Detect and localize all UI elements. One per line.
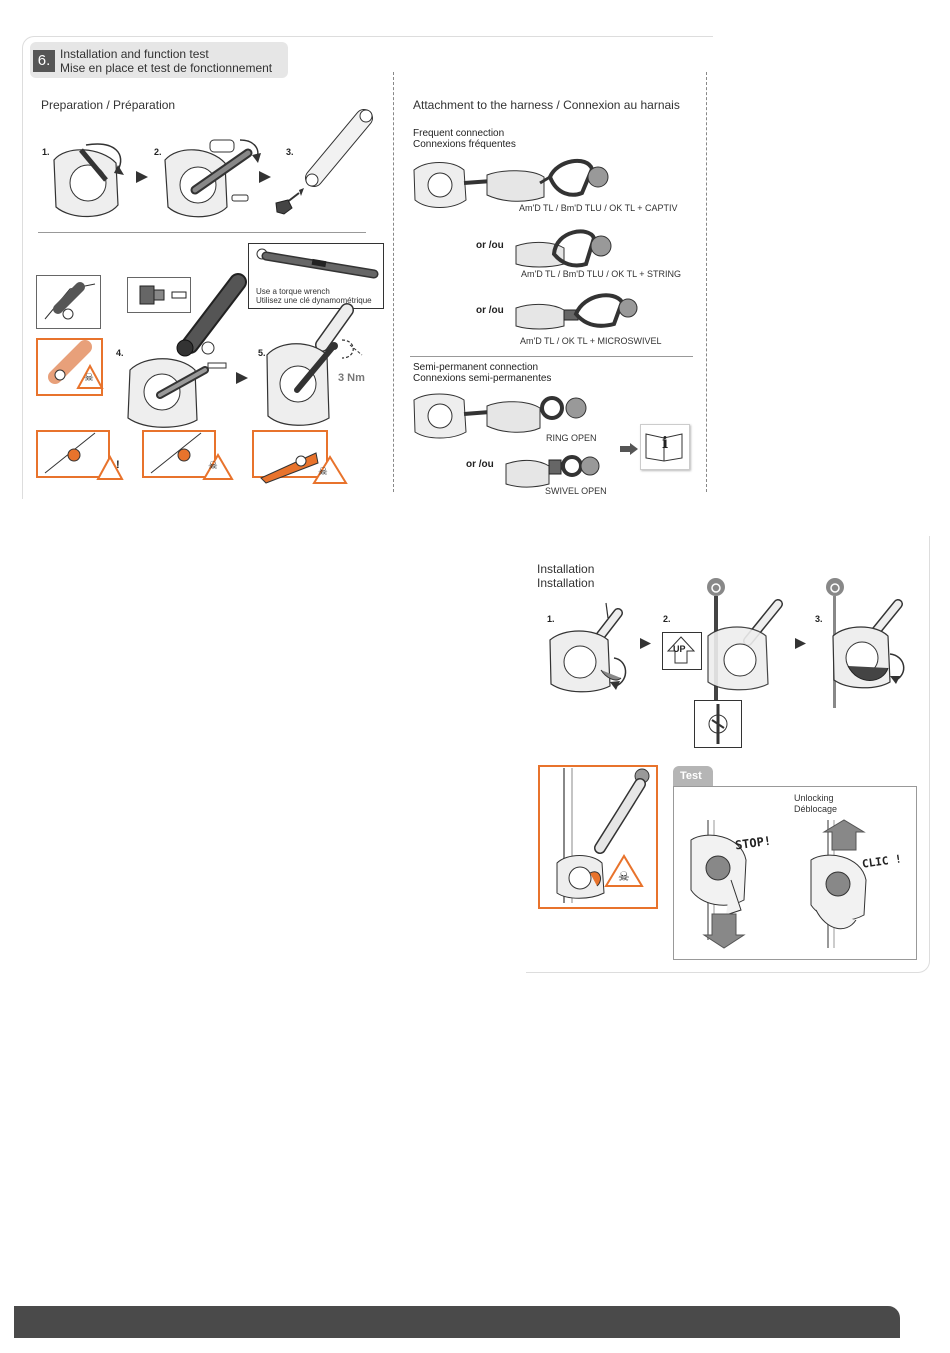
swivel-open-label: SWIVEL OPEN	[545, 486, 607, 496]
arrow-icon	[236, 372, 248, 384]
warning-panel-3-illustration	[260, 452, 348, 484]
frequent-connection-en: Frequent connection	[413, 128, 505, 139]
prep-detail-danger-illustration	[48, 340, 104, 389]
install-step-3-illustration	[832, 599, 905, 689]
arrow-icon	[620, 443, 638, 455]
section-header	[30, 42, 288, 78]
installation-title-en: Installation	[537, 562, 595, 576]
section-title-fr: Mise en place et test de fonctionnement	[60, 61, 273, 75]
divider-left	[393, 72, 394, 492]
attachment-title: Attachment to the harness / Connexion au…	[413, 98, 680, 112]
prep-step-3: 3.	[286, 147, 294, 157]
prep-detail-ok-illustration	[44, 282, 96, 320]
up-label: UP	[673, 644, 686, 654]
divider-right	[706, 72, 707, 492]
info-book-icon	[645, 433, 683, 462]
preparation-title: Preparation / Préparation	[41, 98, 176, 112]
arrow-icon	[259, 171, 271, 183]
test-tab	[673, 766, 713, 786]
warning-icon: !	[116, 459, 120, 471]
arrow-icon	[795, 638, 806, 649]
install-step-3: 3.	[815, 614, 823, 624]
install-danger-illustration	[556, 768, 650, 903]
install-step-2-illustration	[707, 599, 783, 691]
install-step-2: 2.	[663, 614, 671, 624]
test-clic-illustration	[810, 819, 867, 948]
skull-icon: ☠	[318, 466, 328, 478]
arrow-icon	[640, 638, 651, 649]
prep-step-3-illustration	[275, 109, 373, 215]
prep-separator	[38, 232, 366, 233]
option-captiv-label: Am'D TL / Bm'D TLU / OK TL + CAPTIV	[519, 203, 678, 213]
or-label-3: or /ou	[466, 459, 494, 470]
prep-step-2-illustration	[164, 139, 261, 218]
skull-icon: ☠	[208, 460, 218, 472]
installation-panel	[526, 536, 930, 973]
frequent-connection-fr: Connexions fréquentes	[413, 139, 516, 150]
semi-connection-en: Semi-permanent connection	[413, 362, 539, 373]
skull-icon: ☠	[84, 372, 94, 384]
rope-detail-illustration	[708, 704, 728, 744]
prep-step-4: 4.	[116, 348, 124, 358]
option-string-label: Am'D TL / Bm'D TLU / OK TL + STRING	[521, 269, 682, 279]
swivel-open-illustration	[505, 455, 600, 488]
semi-connection-fr: Connexions semi-permanentes	[413, 373, 552, 384]
or-label-1: or /ou	[476, 240, 504, 251]
warning-panel-1-illustration	[44, 432, 124, 480]
skull-icon: ☠	[618, 869, 630, 884]
or-label-2: or /ou	[476, 305, 504, 316]
top-panel	[22, 36, 713, 499]
prep-step-5-illustration	[266, 303, 363, 426]
test-stop-illustration	[690, 820, 747, 949]
torque-note-fr: Utilisez une clé dynamométrique	[256, 296, 372, 305]
option-microswivel-illustration	[515, 293, 638, 330]
prep-step-2: 2.	[154, 147, 162, 157]
option-string-illustration	[515, 229, 612, 268]
install-step-1-illustration	[549, 602, 627, 693]
rope-anchor-icon	[707, 578, 725, 596]
rope-anchor-icon	[826, 578, 844, 596]
prep-step-1-illustration	[53, 143, 124, 218]
torque-value: 3 Nm	[338, 372, 365, 384]
prep-step-1: 1.	[42, 147, 50, 157]
option-microswivel-label: Am'D TL / OK TL + MICROSWIVEL	[520, 336, 662, 346]
up-arrow-icon	[666, 636, 696, 664]
unlocking-fr: Déblocage	[794, 804, 838, 814]
torque-note-en: Use a torque wrench	[256, 287, 330, 296]
section-title-en: Installation and function test	[60, 47, 209, 61]
install-step-1: 1.	[547, 614, 555, 624]
section-number: 6.	[33, 50, 55, 72]
unlocking-en: Unlocking	[794, 793, 834, 803]
prep-step-5: 5.	[258, 348, 266, 358]
arrow-icon	[136, 171, 148, 183]
prep-step-4-illustration	[127, 273, 247, 428]
torque-wrench-icon	[256, 248, 379, 279]
installation-title-fr: Installation	[537, 576, 595, 590]
warning-panel-2-illustration	[150, 432, 234, 480]
bolt-detail-illustration	[139, 285, 187, 305]
ring-open-illustration	[413, 393, 587, 439]
info-symbol: i	[662, 433, 669, 452]
option-captiv-illustration	[413, 158, 609, 208]
test-label: Test	[680, 770, 702, 782]
ring-open-label: RING OPEN	[546, 433, 597, 443]
footer-bar	[14, 1306, 900, 1338]
attachment-separator	[410, 356, 693, 357]
